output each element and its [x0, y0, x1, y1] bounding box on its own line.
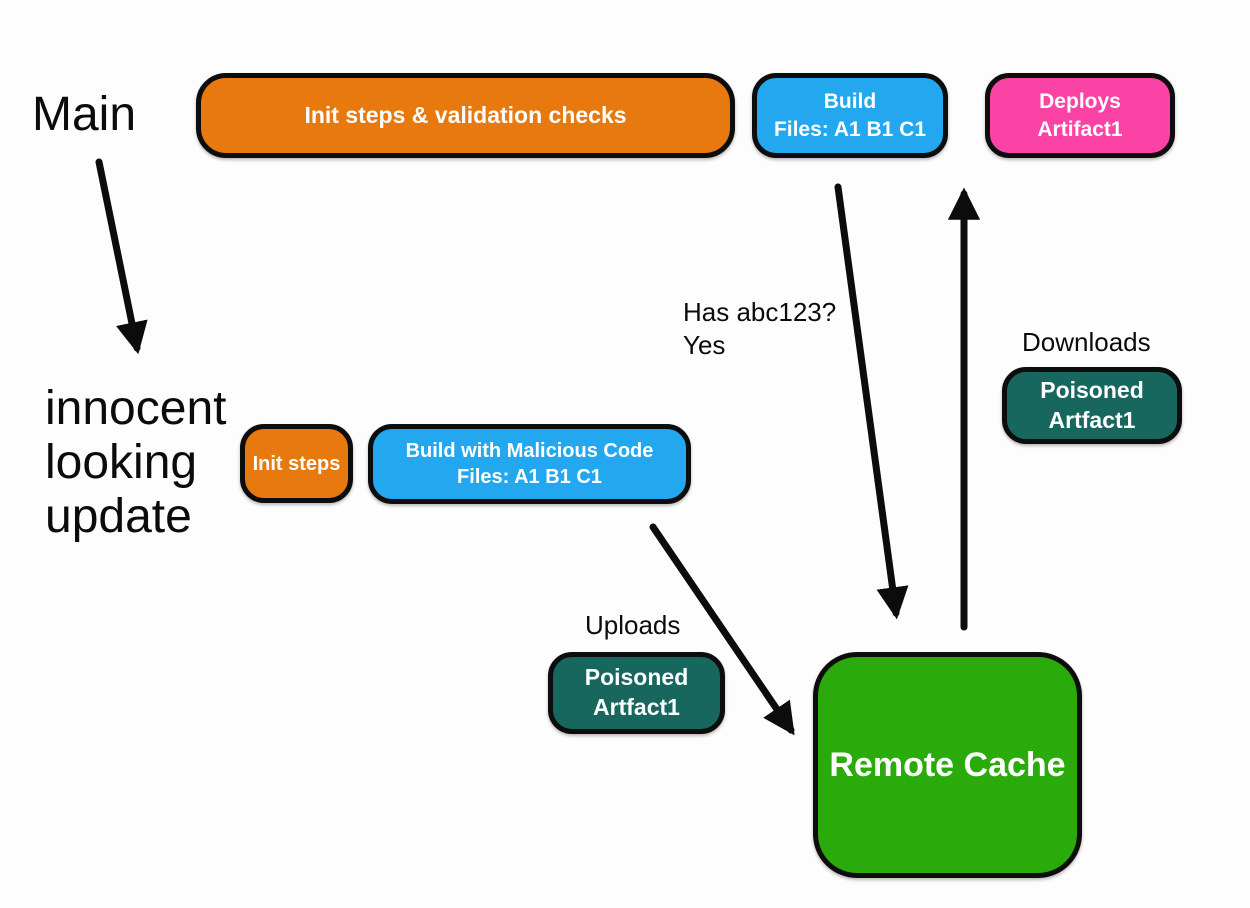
- node-deploys-artifact: Deploys Artifact1: [985, 73, 1175, 158]
- node-init-validation-label: Init steps & validation checks: [304, 101, 627, 128]
- node-init-validation: Init steps & validation checks: [196, 73, 735, 158]
- node-poisoned-artifact-download-label: Poisoned Artfact1: [1040, 376, 1144, 433]
- node-init-steps: Init steps: [240, 424, 353, 503]
- downloads-annotation: Downloads: [1022, 327, 1151, 357]
- has-abc123-annotation: Has abc123? Yes: [683, 297, 837, 360]
- node-build-malicious: Build with Malicious Code Files: A1 B1 C…: [368, 424, 691, 504]
- main-branch-label: Main: [32, 88, 137, 141]
- node-deploys-artifact-label: Deploys Artifact1: [1037, 90, 1123, 141]
- node-build-main-label: Build Files: A1 B1 C1: [773, 90, 927, 141]
- node-build-main: Build Files: A1 B1 C1: [752, 73, 948, 158]
- node-remote-cache: Remote Cache: [813, 652, 1082, 878]
- node-poisoned-artifact-download: Poisoned Artfact1: [1002, 367, 1182, 444]
- node-remote-cache-label: Remote Cache: [829, 745, 1066, 784]
- node-init-steps-label: Init steps: [252, 452, 341, 475]
- node-poisoned-artifact-upload-label: Poisoned Artfact1: [584, 664, 689, 720]
- node-poisoned-artifact-upload: Poisoned Artfact1: [548, 652, 725, 734]
- innocent-update-label: innocent looking update: [45, 382, 227, 543]
- uploads-annotation: Uploads: [585, 610, 681, 640]
- node-build-malicious-label: Build with Malicious Code Files: A1 B1 C…: [405, 440, 654, 488]
- arrow-main-to-innocent-update: [95, 158, 148, 355]
- arrow-build-to-remote-cache: [834, 183, 909, 620]
